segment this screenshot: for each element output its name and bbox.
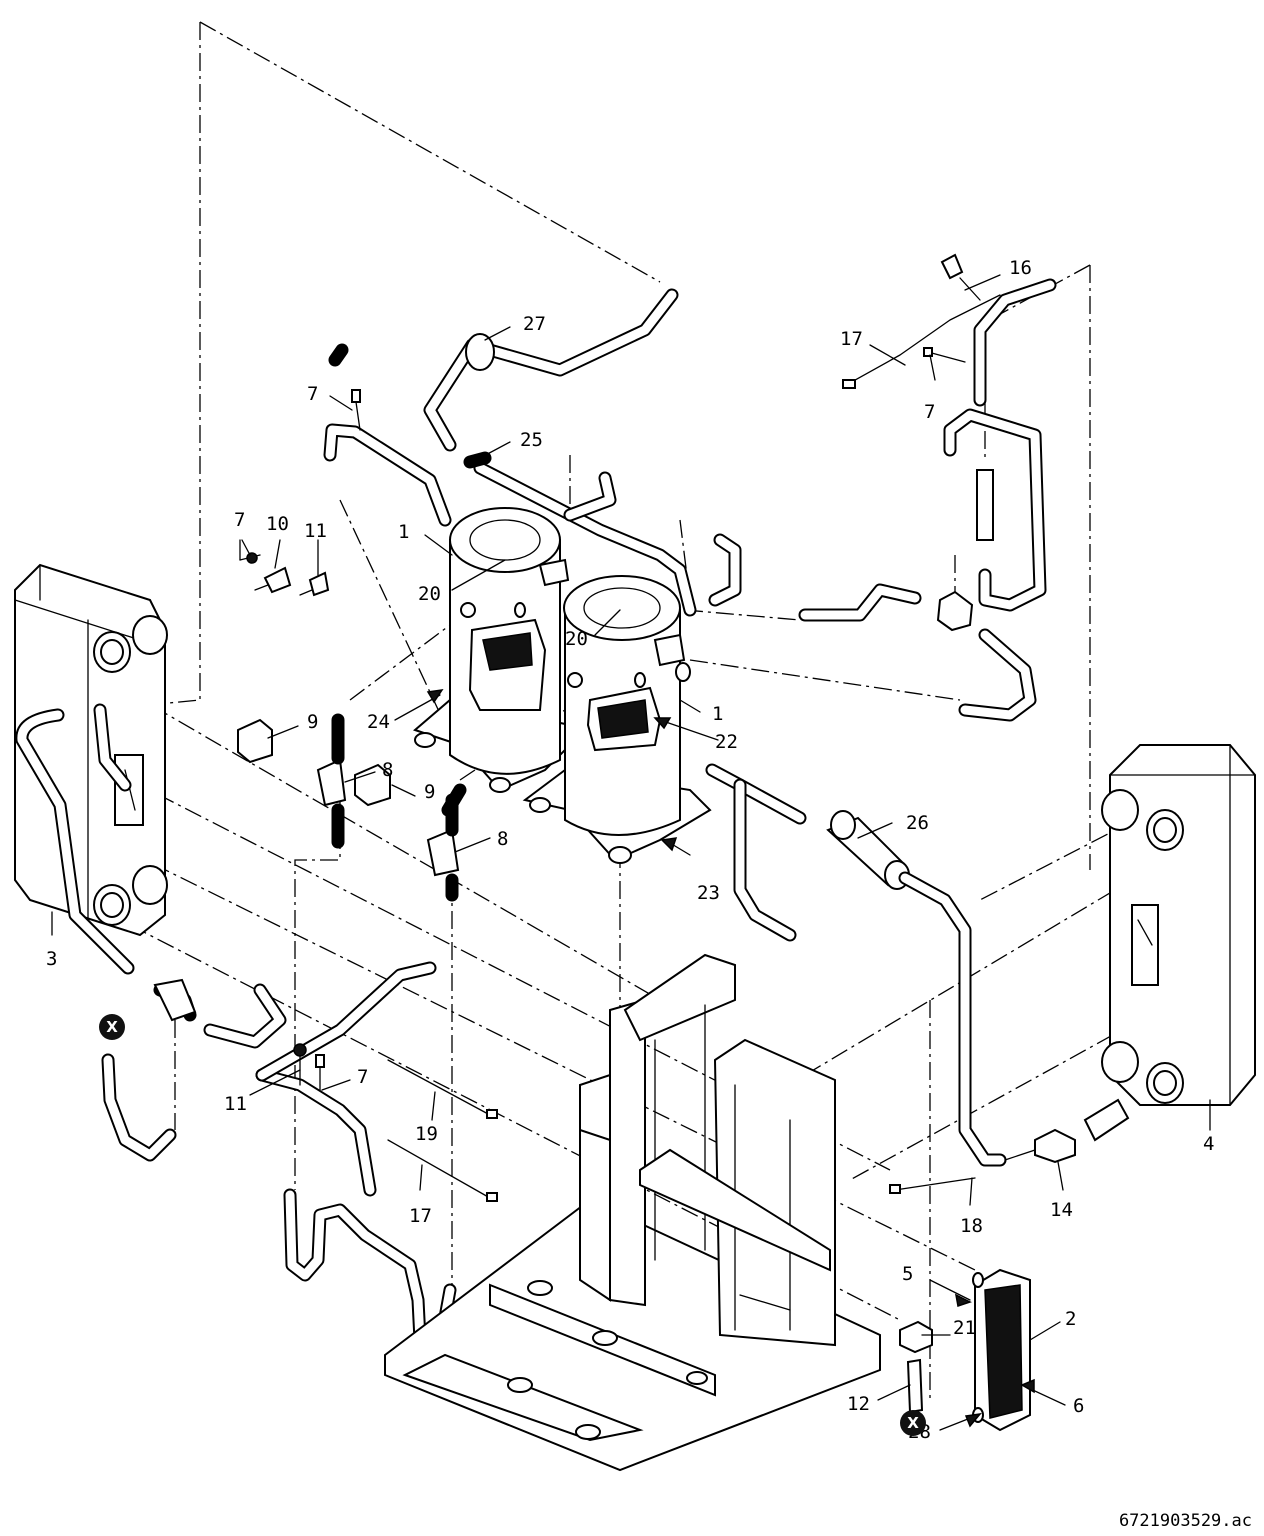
callout-14: 14	[1050, 1199, 1073, 1221]
callout-23: 23	[697, 882, 720, 904]
heat-exchanger-right	[1083, 744, 1256, 1142]
connection-marker-left: X	[99, 1014, 125, 1040]
connection-marker-left-label: X	[106, 1018, 118, 1036]
callout-5: 5	[902, 1263, 913, 1285]
callout-11a: 11	[304, 520, 327, 542]
callout-3: 3	[46, 948, 57, 970]
callout-4: 4	[1203, 1133, 1214, 1155]
callout-20b: 20	[565, 628, 588, 650]
callout-20a: 20	[418, 583, 441, 605]
callout-9a: 9	[307, 711, 318, 733]
upper-piping	[323, 278, 1057, 722]
callout-27: 27	[523, 313, 546, 335]
plate-heat-exchanger	[899, 1268, 1031, 1432]
callout-16: 16	[1009, 257, 1032, 279]
arrowheads	[426, 689, 1035, 1428]
callout-6: 6	[1073, 1395, 1084, 1417]
callout-1b: 1	[712, 703, 723, 725]
callout-7b: 7	[924, 401, 935, 423]
callout-12: 12	[847, 1393, 870, 1415]
callout-2: 2	[1065, 1308, 1076, 1330]
compressor-left	[413, 507, 577, 793]
callout-19: 19	[415, 1123, 438, 1145]
callout-9b: 9	[424, 781, 435, 803]
callout-1a: 1	[398, 521, 409, 543]
callout-8b: 8	[497, 828, 508, 850]
callout-7c: 7	[234, 509, 245, 531]
compressor-right	[522, 575, 712, 864]
callout-24: 24	[367, 711, 390, 733]
callout-25: 25	[520, 429, 543, 451]
callout-8a: 8	[382, 759, 393, 781]
callout-11b: 11	[224, 1093, 247, 1115]
connection-marker-right: X	[900, 1410, 926, 1436]
callout-22: 22	[715, 731, 738, 753]
callout-26: 26	[906, 812, 929, 834]
callout-7d: 7	[357, 1066, 368, 1088]
callout-17b: 17	[409, 1205, 432, 1227]
filter-drier-piping	[705, 763, 1076, 1194]
connection-marker-right-label: X	[907, 1414, 919, 1432]
base-frame	[384, 953, 881, 1472]
lower-piping	[101, 961, 498, 1352]
heat-exchanger-left	[14, 563, 168, 975]
callout-17a: 17	[840, 328, 863, 350]
drawing-reference-code: 6721903529.ac	[1119, 1511, 1252, 1531]
callout-10: 10	[266, 513, 289, 535]
callout-7a: 7	[307, 383, 318, 405]
valve-parts	[237, 253, 1001, 902]
callout-18: 18	[960, 1215, 983, 1237]
callout-21: 21	[953, 1317, 976, 1339]
